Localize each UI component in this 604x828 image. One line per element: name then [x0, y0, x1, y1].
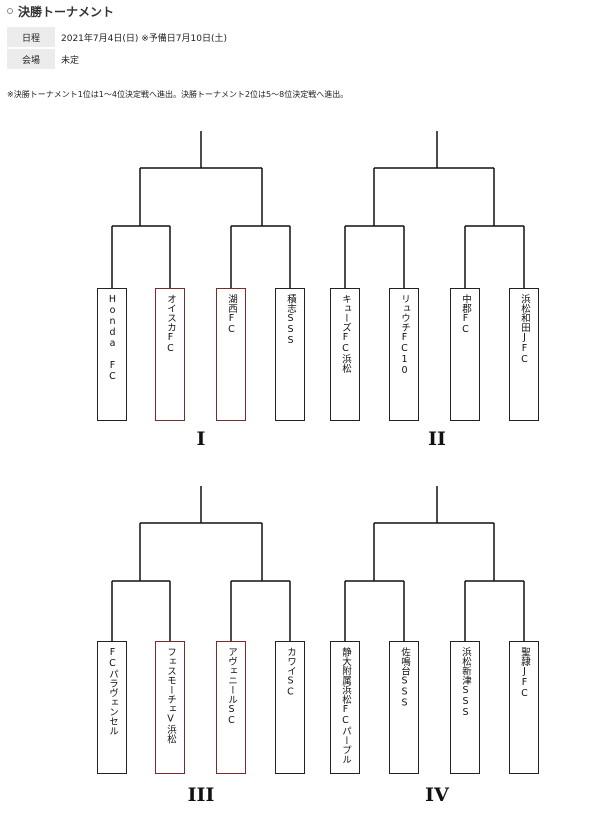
team-name: 積志SSS — [285, 294, 296, 346]
team-name: リュウチFC10 — [399, 294, 410, 376]
team-box: 積志SSS — [275, 288, 305, 421]
team-box: 聖隷JFC — [509, 641, 539, 774]
team-box: オイスカFC — [155, 288, 185, 421]
team-name: 中郡FC — [460, 294, 471, 335]
team-box: カワイSC — [275, 641, 305, 774]
team-box: 静大附属浜松FCパープル — [330, 641, 360, 774]
team-box: FCパラヴェンセル — [97, 641, 127, 774]
group-label: II — [428, 428, 446, 450]
team-name: 浜松和田JFC — [519, 294, 530, 365]
team-box: 佐鳴台SSS — [389, 641, 419, 774]
team-name: 浜松新津SSS — [460, 647, 471, 718]
team-name: 湖西FC — [226, 294, 237, 335]
team-name: カワイSC — [285, 647, 296, 698]
date-value: 2021年7月4日(日) ※予備日7月10日(土) — [61, 33, 227, 44]
date-row: 日程 2021年7月4日(日) ※予備日7月10日(土) — [7, 27, 227, 47]
advancement-note: ※決勝トーナメント1位は1～4位決定戦へ進出。決勝トーナメント2位は5～8位決定… — [7, 90, 349, 99]
team-box: 中郡FC — [450, 288, 480, 421]
venue-label: 会場 — [7, 49, 55, 69]
team-name: Honda FC — [107, 294, 118, 382]
team-name: フェスモーチェV浜松 — [165, 647, 176, 744]
page-title: 決勝トーナメント — [18, 4, 115, 19]
circle-bullet-icon — [7, 8, 13, 14]
team-name: 聖隷JFC — [519, 647, 530, 699]
team-box: 浜松新津SSS — [450, 641, 480, 774]
team-name: アヴェニールSC — [226, 647, 237, 726]
team-box: 湖西FC — [216, 288, 246, 421]
group-label: III — [187, 784, 215, 806]
group-label: IV — [425, 784, 449, 806]
venue-value: 未定 — [61, 55, 80, 66]
team-name: 静大附属浜松FCパープル — [340, 647, 351, 764]
team-box: フェスモーチェV浜松 — [155, 641, 185, 774]
team-name: 佐鳴台SSS — [399, 647, 410, 709]
venue-row: 会場 未定 — [7, 49, 227, 69]
team-box: キューズFC浜松 — [330, 288, 360, 421]
section-title: 決勝トーナメント — [7, 3, 114, 19]
group-label: I — [196, 428, 206, 450]
schedule-table: 日程 2021年7月4日(日) ※予備日7月10日(土) 会場 未定 — [7, 25, 227, 71]
team-box: アヴェニールSC — [216, 641, 246, 774]
team-box: Honda FC — [97, 288, 127, 421]
team-box: 浜松和田JFC — [509, 288, 539, 421]
team-name: キューズFC浜松 — [340, 294, 351, 373]
date-label: 日程 — [7, 27, 55, 47]
team-box: リュウチFC10 — [389, 288, 419, 421]
team-name: FCパラヴェンセル — [107, 647, 118, 736]
team-name: オイスカFC — [165, 294, 176, 354]
